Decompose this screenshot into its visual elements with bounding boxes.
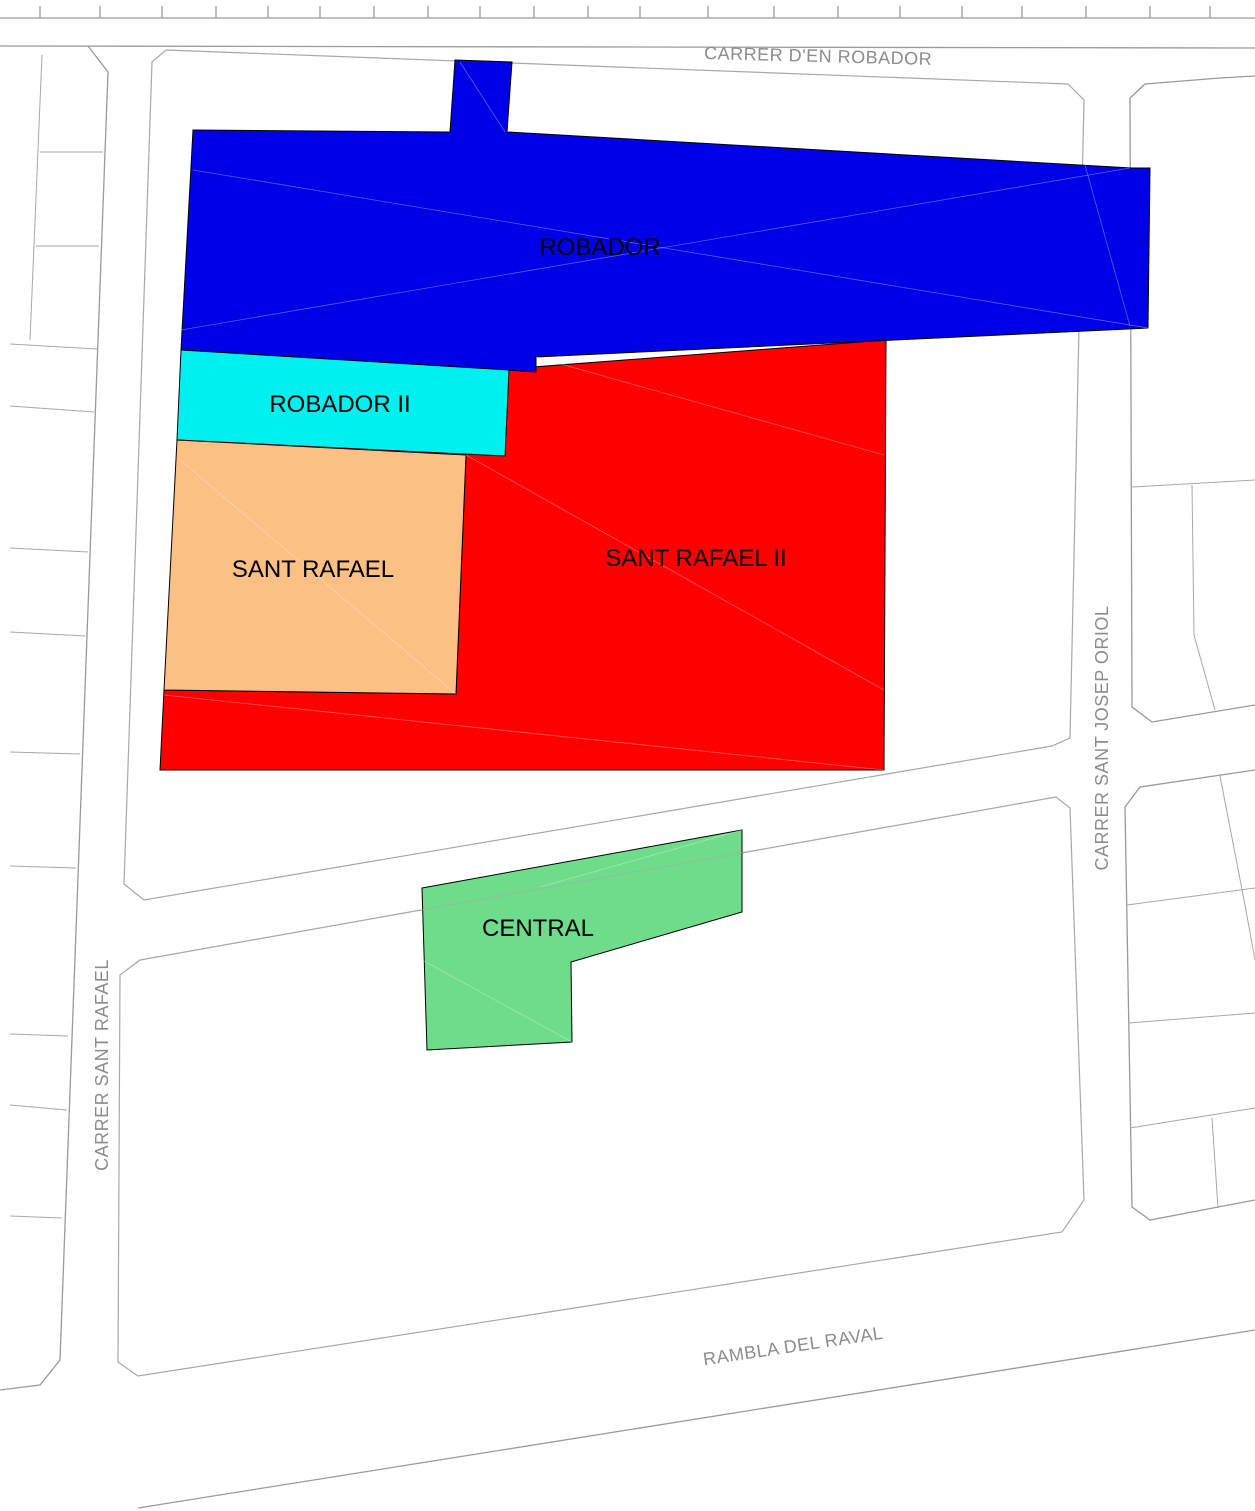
zone-labels: ROBADOR ROBADOR II SANT RAFAEL SANT RAFA…: [232, 234, 787, 942]
label-central: CENTRAL: [482, 915, 594, 942]
zone-robador[interactable]: [180, 59, 1151, 373]
street-label-left: CARRER SANT RAFAEL: [92, 959, 112, 1171]
lower-block: [117, 796, 1085, 1377]
label-sant-rafael-ii: SANT RAFAEL II: [605, 545, 786, 572]
zone-sant-rafael[interactable]: [163, 439, 467, 695]
label-robador: ROBADOR: [539, 234, 660, 261]
label-sant-rafael: SANT RAFAEL: [232, 556, 394, 583]
top-edge-ticks: [0, 6, 1255, 19]
zones: [159, 59, 1151, 1051]
city-blocks: [117, 49, 1085, 1377]
street-centerline: [139, 796, 1057, 961]
street-borders: [0, 45, 1255, 1509]
street-label-bottom: RAMBLA DEL RAVAL: [702, 1323, 885, 1370]
zone-robador-ii[interactable]: [176, 349, 510, 457]
left-lot-lines: [9, 54, 103, 1219]
right-lot-lines: [1126, 479, 1255, 1209]
upper-block: [123, 49, 1085, 901]
street-label-right: CARRER SANT JOSEP ORIOL: [1092, 606, 1112, 871]
zone-facets: [163, 61, 1149, 1043]
zone-central[interactable]: [421, 829, 743, 1051]
label-robador-ii: ROBADOR II: [269, 391, 410, 418]
